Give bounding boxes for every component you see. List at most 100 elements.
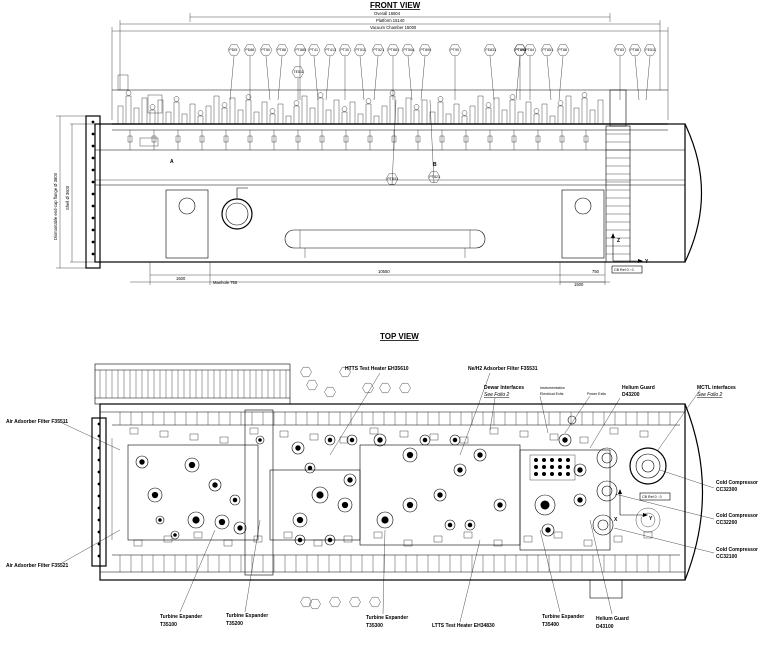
front-base-dims [130, 262, 610, 285]
top-staircase [94, 363, 291, 405]
equipment-vessel [324, 434, 336, 446]
svg-text:PT413: PT413 [325, 48, 336, 52]
instrument-tag: PDI5 [227, 44, 241, 56]
equipment-vessel [187, 511, 205, 529]
front-tank-heater [284, 229, 486, 258]
svg-text:PD88: PD88 [245, 48, 254, 52]
dim-vacuum: Vacuum Chamber 15000 [370, 25, 417, 30]
instrument-tag [309, 599, 321, 609]
svg-text:PT88: PT88 [558, 48, 567, 52]
equipment-vessel [155, 515, 165, 525]
instrument-tag: PT885 [293, 44, 307, 56]
section-a-marker: A [170, 159, 174, 165]
instrument-tag: FE831 [483, 44, 497, 56]
label-dewar: Dewar Interfaces [484, 385, 524, 391]
label-helium-guard-bottom-id: D43100 [596, 624, 614, 630]
equipment-vessel [214, 514, 230, 530]
top-axis [618, 489, 648, 517]
equipment-vessel [541, 523, 555, 537]
equipment-vessel [147, 487, 163, 503]
label-mctl-folio: See Folio 2 [697, 392, 723, 398]
equipment-vessel [573, 463, 587, 477]
svg-text:PT90: PT90 [450, 48, 459, 52]
top-axis-x: X [614, 517, 618, 523]
equipment-vessel [402, 447, 418, 463]
label-electrical-exits: Electrical Exits [540, 392, 564, 396]
front-vessel-shell [94, 123, 703, 263]
front-view-title: FRONT VIEW [370, 1, 421, 10]
equipment-vessel [233, 521, 247, 535]
instrument-tag: PT851 [540, 44, 554, 56]
front-cbref: CB Ref 0 : 0 [614, 268, 634, 272]
top-axis-y: Y [649, 516, 653, 522]
instrument-tag: PT821 [427, 171, 441, 183]
equipment-vessel [294, 534, 306, 546]
dim-10550: 10550 [378, 269, 390, 274]
equipment-vessel [573, 493, 587, 507]
label-turbine-t35200-id: T35200 [226, 621, 243, 627]
svg-text:PT831: PT831 [387, 177, 398, 181]
label-turbine-t35300: Turbine Expander [366, 615, 408, 621]
label-cold-compressor-3-id: CC32100 [716, 554, 737, 560]
label-ltts-heater: LTTS Test Heater EH34830 [432, 623, 495, 629]
label-helium-guard-bottom: Helium Guard [596, 616, 629, 622]
instrument-tag: PT83 [613, 44, 627, 56]
svg-text:PT851: PT851 [542, 48, 553, 52]
instrument-tag [300, 597, 312, 607]
svg-text:PT851: PT851 [515, 48, 526, 52]
label-mctl: MCTL interfaces [697, 385, 736, 391]
svg-text:PT88: PT88 [630, 48, 639, 52]
equipment-vessel [464, 519, 476, 531]
equipment-vessel [402, 497, 418, 513]
instrument-tag: PD88 [243, 44, 257, 56]
label-instrumentation: Instrumentation [540, 386, 565, 390]
svg-text:PT84: PT84 [525, 48, 534, 52]
instrument-tag: PT890 [418, 44, 432, 56]
instrument-tag [324, 387, 336, 397]
label-cold-compressor-1-id: CC32300 [716, 487, 737, 493]
instrument-tag: PT521 [371, 44, 385, 56]
front-axis-y: Y [645, 259, 649, 265]
dim-1500-left: 1500 [176, 276, 186, 281]
section-b-marker: B [433, 162, 437, 168]
label-neh2-filter: Ne/H2 Adsorber Filter F35531 [468, 366, 538, 372]
instrument-tag [339, 367, 351, 377]
equipment-vessel [473, 448, 487, 462]
svg-text:PT50: PT50 [261, 48, 270, 52]
label-cold-compressor-1: Cold Compressor [716, 480, 758, 486]
instrument-tag: FE511 [643, 44, 657, 56]
svg-text:PT821: PT821 [429, 175, 440, 179]
equipment-vessel [170, 530, 180, 540]
front-ladder [605, 89, 631, 263]
equipment-vessel [337, 497, 353, 513]
equipment-vessel [343, 473, 357, 487]
cold-compressor-cc32300-symbol [596, 447, 667, 485]
equipment-vessel [346, 434, 358, 446]
top-cbref-box [639, 492, 671, 501]
equipment-vessel [419, 434, 431, 446]
equipment-vessel [229, 494, 241, 506]
label-air-filter-2: Air Adsorber Filter F35521 [6, 563, 69, 569]
instrument-tag: PT831 [385, 173, 399, 185]
instrument-tag: PT50A [401, 44, 415, 56]
front-axis-z: Z [617, 238, 620, 244]
equipment-vessel [135, 455, 149, 469]
label-turbine-t35100: Turbine Expander [160, 614, 202, 620]
svg-text:PT83: PT83 [615, 48, 624, 52]
equipment-vessel [558, 433, 572, 447]
instrument-tag [329, 597, 341, 607]
instrument-tag [399, 383, 411, 393]
dim-1500-right: 1500 [574, 282, 584, 287]
instrument-tag: PT88 [275, 44, 289, 56]
svg-text:FE511: FE511 [645, 48, 655, 52]
instrument-tag [300, 367, 312, 377]
svg-text:PT521: PT521 [373, 48, 384, 52]
label-htts-heater: HTTS Test Heater EH35610 [345, 366, 409, 372]
equipment-vessel [208, 478, 222, 492]
front-cbref-box [611, 265, 643, 274]
instrument-tag: PT413 [323, 44, 337, 56]
label-power-exits: Power Exits [587, 392, 606, 396]
label-turbine-t35100-id: T35100 [160, 622, 177, 628]
svg-text:PDI5: PDI5 [229, 48, 237, 52]
